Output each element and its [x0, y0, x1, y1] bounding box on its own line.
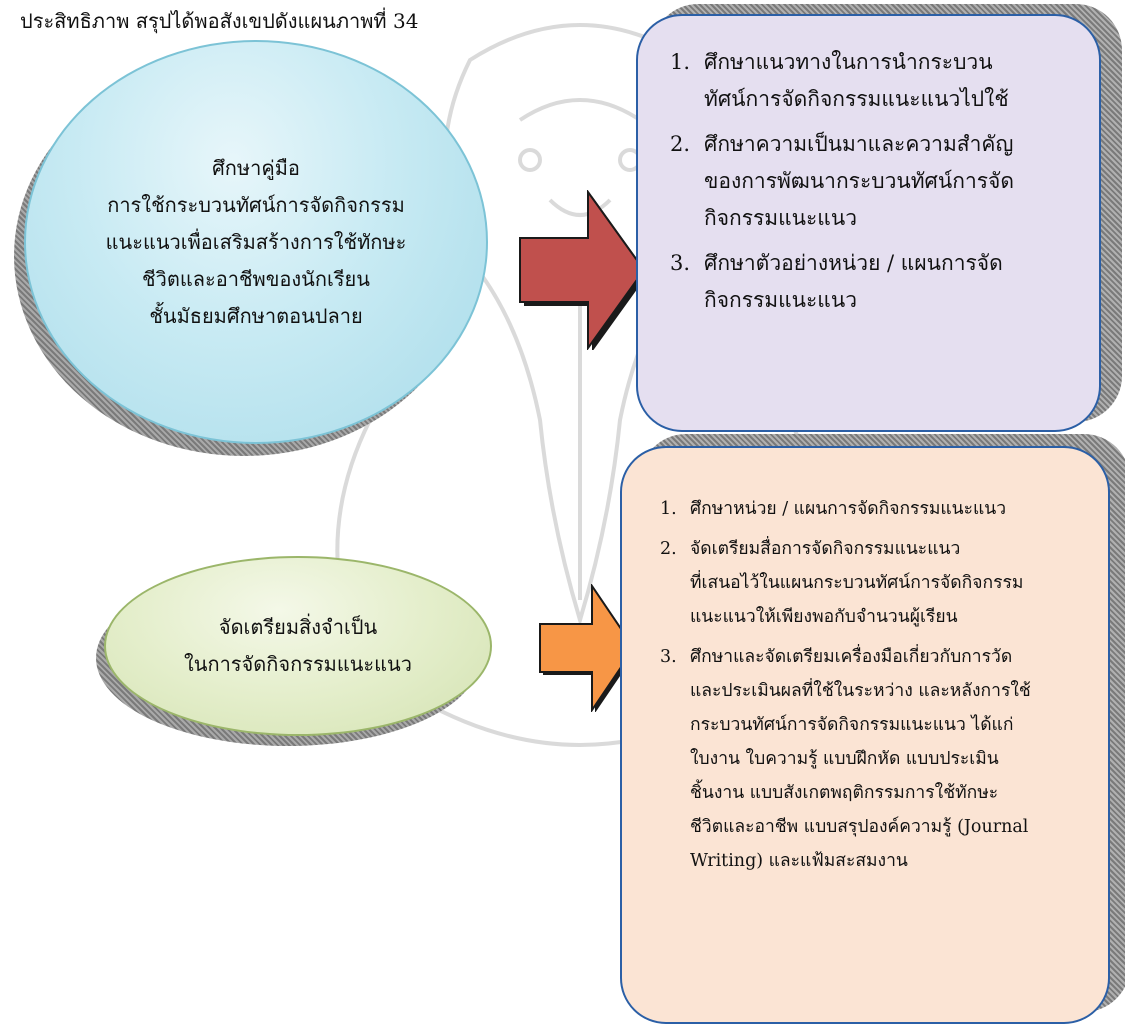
list-item: 3. ศึกษาตัวอย่างหน่วย / แผนการจัด กิจกรร…: [670, 245, 1073, 319]
item-line: ใบงาน ใบความรู้ แบบฝึกหัด แบบประเมิน: [690, 749, 999, 769]
item-line: กิจกรรมแนะแนว: [704, 206, 857, 230]
item-line: ศึกษาหน่วย / แผนการจัดกิจกรรมแนะแนว: [690, 499, 1007, 519]
oval-text: ศึกษาคู่มือ การใช้กระบวนทัศน์การจัดกิจกร…: [106, 150, 407, 335]
item-number: 2.: [670, 132, 691, 156]
list-item: 2. ศึกษาความเป็นมาและความสำคัญ ของการพัฒ…: [670, 126, 1073, 237]
oval-line: จัดเตรียมสิ่งจำเป็น: [218, 615, 378, 639]
study-guidelines-box: 1. ศึกษาแนวทางในการนำกระบวน ทัศน์การจัดก…: [636, 14, 1101, 432]
item-line: ศึกษาและจัดเตรียมเครื่องมือเกี่ยวกับการว…: [690, 647, 1013, 667]
oval-line: แนะแนวเพื่อเสริมสร้างการใช้ทักษะ: [105, 229, 407, 254]
oval-line: ศึกษาคู่มือ: [212, 155, 300, 180]
item-text: ศึกษาความเป็นมาและความสำคัญ ของการพัฒนาก…: [704, 126, 1073, 237]
list-item: 2. จัดเตรียมสื่อการจัดกิจกรรมแนะแนว ที่เ…: [660, 532, 1088, 634]
item-line: ศึกษาแนวทางในการนำกระบวน: [704, 50, 993, 74]
item-number: 2.: [660, 539, 677, 559]
oval-line: การใช้กระบวนทัศน์การจัดกิจกรรม: [107, 192, 405, 217]
oval-text: จัดเตรียมสิ่งจำเป็น ในการจัดกิจกรรมแนะแน…: [184, 609, 412, 683]
item-line: แนะแนวให้เพียงพอกับจำนวนผู้เรียน: [690, 607, 958, 627]
item-line: และประเมินผลที่ใช้ในระหว่าง และหลังการใช…: [690, 681, 1031, 701]
item-line: กิจกรรมแนะแนว: [704, 288, 857, 312]
prepare-essentials-oval: จัดเตรียมสิ่งจำเป็น ในการจัดกิจกรรมแนะแน…: [104, 556, 492, 736]
item-line: ของการพัฒนากระบวนทัศน์การจัด: [704, 169, 1014, 193]
oval-line: ชั้นมัธยมศึกษาตอนปลาย: [149, 303, 363, 328]
caption-text: ประสิทธิภาพ สรุปได้พอสังเขปดังแผนภาพที่ …: [20, 9, 419, 33]
study-guidelines-list: 1. ศึกษาแนวทางในการนำกระบวน ทัศน์การจัดก…: [670, 44, 1073, 319]
item-line: ชิ้นงาน แบบสังเกตพฤติกรรมการใช้ทักษะ: [690, 783, 999, 803]
item-number: 3.: [660, 647, 677, 667]
item-number: 1.: [660, 499, 677, 519]
list-item: 1. ศึกษาหน่วย / แผนการจัดกิจกรรมแนะแนว: [660, 492, 1088, 526]
list-item: 3. ศึกษาและจัดเตรียมเครื่องมือเกี่ยวกับก…: [660, 640, 1088, 878]
item-text: จัดเตรียมสื่อการจัดกิจกรรมแนะแนว ที่เสนอ…: [690, 532, 1088, 634]
item-line: ศึกษาตัวอย่างหน่วย / แผนการจัด: [704, 251, 1003, 275]
list-item: 1. ศึกษาแนวทางในการนำกระบวน ทัศน์การจัดก…: [670, 44, 1073, 118]
item-line: Writing) และแฟ้มสะสมงาน: [690, 851, 908, 871]
right-arrow-icon: [539, 584, 637, 712]
item-line: กระบวนทัศน์การจัดกิจกรรมแนะแนว ได้แก่: [690, 715, 1014, 735]
item-text: ศึกษาแนวทางในการนำกระบวน ทัศน์การจัดกิจก…: [704, 44, 1073, 118]
prepare-materials-list: 1. ศึกษาหน่วย / แผนการจัดกิจกรรมแนะแนว 2…: [660, 492, 1088, 878]
item-number: 1.: [670, 50, 691, 74]
item-line: ที่เสนอไว้ในแผนกระบวนทัศน์การจัดกิจกรรม: [690, 573, 1024, 593]
item-line: จัดเตรียมสื่อการจัดกิจกรรมแนะแนว: [690, 539, 961, 559]
study-manual-oval: ศึกษาคู่มือ การใช้กระบวนทัศน์การจัดกิจกร…: [24, 40, 488, 444]
item-number: 3.: [670, 251, 691, 275]
prepare-materials-box: 1. ศึกษาหน่วย / แผนการจัดกิจกรรมแนะแนว 2…: [620, 446, 1110, 1024]
item-line: ทัศน์การจัดกิจกรรมแนะแนวไปใช้: [704, 87, 1009, 111]
item-text: ศึกษาตัวอย่างหน่วย / แผนการจัด กิจกรรมแน…: [704, 245, 1073, 319]
oval-line: ในการจัดกิจกรรมแนะแนว: [184, 652, 412, 676]
item-text: ศึกษาและจัดเตรียมเครื่องมือเกี่ยวกับการว…: [690, 640, 1088, 878]
item-line: ศึกษาความเป็นมาและความสำคัญ: [704, 132, 1014, 156]
right-arrow-icon: [519, 190, 648, 350]
oval-line: ชีวิตและอาชีพของนักเรียน: [142, 266, 370, 291]
item-line: ชีวิตและอาชีพ แบบสรุปองค์ความรู้ (Journa…: [690, 817, 1029, 837]
item-text: ศึกษาหน่วย / แผนการจัดกิจกรรมแนะแนว: [690, 492, 1088, 526]
